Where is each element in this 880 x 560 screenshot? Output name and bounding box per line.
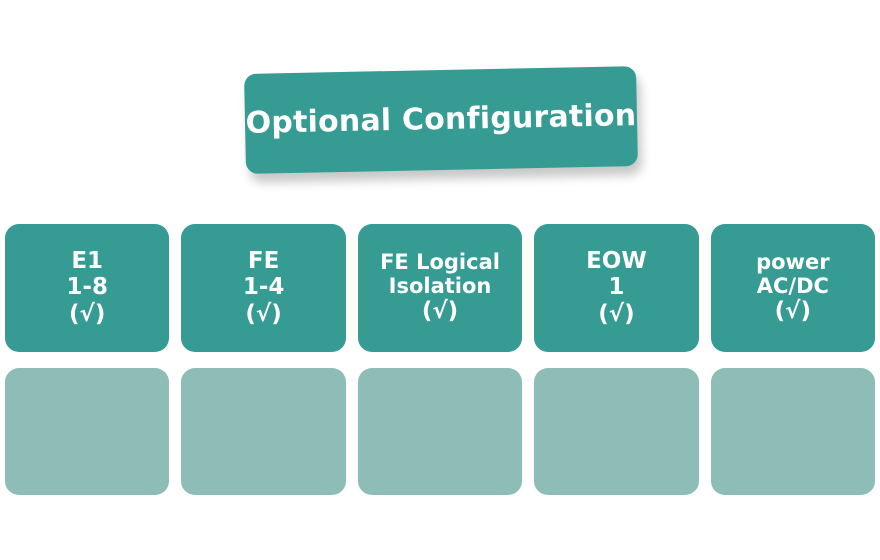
feature-card-check: (√) bbox=[598, 300, 635, 327]
feature-card-title: power bbox=[756, 250, 830, 275]
feature-card-fe[interactable]: FE 1-4 (√) bbox=[181, 224, 346, 352]
feature-card-range: 1-8 bbox=[66, 273, 108, 300]
placeholder-card-row bbox=[5, 368, 876, 495]
feature-card-title: FE bbox=[247, 248, 280, 275]
feature-card-e1[interactable]: E1 1-8 (√) bbox=[5, 224, 170, 352]
feature-card-power[interactable]: power AC/DC (√) bbox=[710, 224, 876, 352]
page-title: Optional Configuration bbox=[245, 98, 637, 141]
placeholder-card[interactable] bbox=[534, 368, 699, 495]
title-banner: Optional Configuration bbox=[244, 66, 638, 174]
feature-card-eow[interactable]: EOW 1 (√) bbox=[534, 224, 699, 352]
feature-card-range: 1 bbox=[608, 273, 625, 300]
feature-card-check: (√) bbox=[245, 300, 282, 327]
feature-card-range: AC/DC bbox=[756, 273, 829, 298]
feature-card-range: 1-4 bbox=[242, 273, 285, 300]
title-banner-wrapper: Optional Configuration bbox=[244, 66, 638, 174]
feature-card-title: EOW bbox=[586, 248, 647, 275]
feature-card-title: FE Logical bbox=[380, 250, 500, 275]
feature-card-fe-logical-isolation[interactable]: FE Logical Isolation (√) bbox=[357, 224, 523, 352]
feature-card-check: (√) bbox=[774, 298, 812, 325]
feature-card-check: (√) bbox=[421, 298, 459, 325]
placeholder-card[interactable] bbox=[357, 368, 523, 495]
placeholder-card[interactable] bbox=[5, 368, 170, 495]
feature-card-row: E1 1-8 (√) FE 1-4 (√) FE Logical Isolati… bbox=[5, 224, 876, 352]
placeholder-card[interactable] bbox=[181, 368, 346, 495]
feature-card-check: (√) bbox=[69, 300, 106, 327]
feature-card-range: Isolation bbox=[388, 273, 492, 298]
placeholder-card[interactable] bbox=[710, 368, 876, 495]
feature-card-title: E1 bbox=[71, 248, 104, 275]
